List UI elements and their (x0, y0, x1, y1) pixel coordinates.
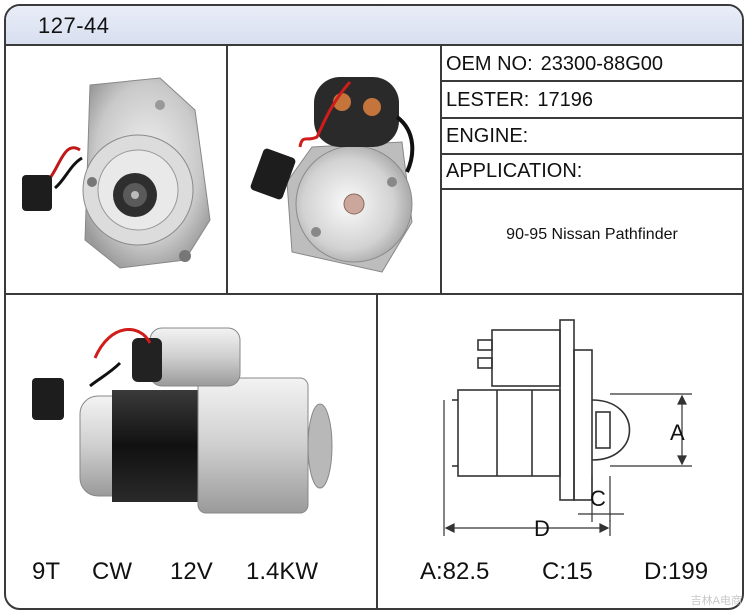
power: 1.4KW (246, 558, 319, 585)
dimension-c: C:15 (542, 558, 593, 585)
watermark: 吉林A电商 (690, 595, 742, 607)
starter-rear-photo (250, 77, 415, 273)
divider (440, 188, 744, 190)
spec-value: 23300-88G00 (540, 53, 663, 75)
dimension-diagram: A C D (443, 319, 692, 541)
rotation: CW (92, 558, 132, 585)
spec-label: ENGINE: (446, 125, 529, 147)
spec-label: LESTER: (446, 89, 530, 111)
application-text: 90-95 Nissan Pathfinder (506, 226, 678, 243)
divider (440, 117, 744, 119)
divider (440, 80, 744, 82)
spec-oem: OEM NO: 23300-88G00 (446, 53, 663, 76)
divider (440, 44, 442, 294)
divider (376, 294, 378, 610)
header-bar: 127-44 (6, 6, 742, 46)
dimension-d: D:199 (644, 558, 709, 585)
spec-label: APPLICATION: (446, 160, 583, 182)
spec-value: 17196 (537, 89, 593, 111)
spec-label: OEM NO: (446, 53, 533, 75)
divider (440, 153, 744, 155)
dim-label-c: C (590, 486, 606, 511)
divider (226, 44, 228, 294)
divider (6, 293, 744, 295)
spec-application: APPLICATION: (446, 160, 590, 183)
part-number: 127-44 (38, 13, 110, 38)
starter-front-photo (22, 77, 211, 269)
spec-lester: LESTER: 17196 (446, 89, 593, 112)
spec-engine: ENGINE: (446, 125, 536, 148)
starter-side-photo (32, 327, 333, 514)
voltage: 12V (170, 558, 213, 585)
dimension-a: A:82.5 (420, 558, 490, 585)
dim-label-d: D (534, 516, 550, 541)
dim-label-a: A (670, 420, 685, 445)
teeth-count: 9T (32, 558, 61, 585)
